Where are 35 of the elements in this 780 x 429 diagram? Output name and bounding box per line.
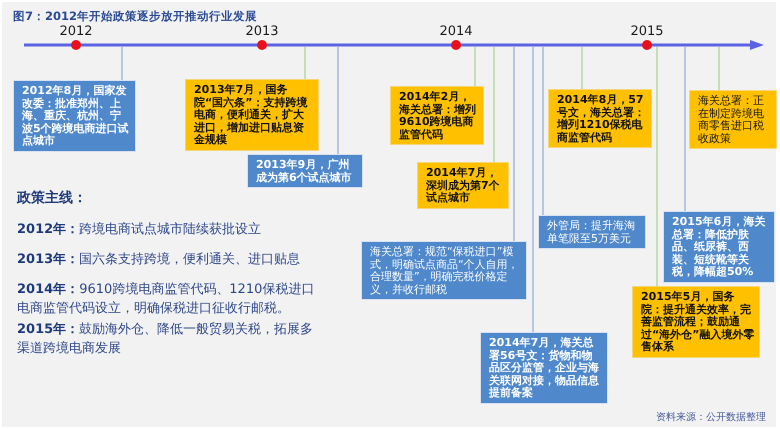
event-card: 2014年7月，深圳成为第7个试点城市	[417, 162, 509, 208]
leader-line	[121, 47, 123, 80]
policy-summary: 2012年：跨境电商试点城市陆续获批设立	[17, 221, 262, 239]
year-label: 2012	[59, 24, 93, 39]
year-label: 2015	[630, 24, 664, 39]
leader-line	[581, 47, 583, 89]
event-card: 2015年6月，海关总署：降低护肤品、纸尿裤、西装、短统靴等关税，降幅超50%	[663, 211, 775, 282]
leader-line	[513, 47, 515, 241]
leader-line	[718, 47, 720, 90]
section-heading: 政策主线：	[17, 189, 87, 207]
event-card: 2014年8月，57号文，海关总署：增列1210保税电商监管代码	[548, 89, 652, 148]
event-card: 海关总署：正在制定跨境电商零售进口税收政策	[689, 90, 777, 149]
event-card: 2012年8月，国家发改委：批准郑州、上海、重庆、杭州、宁波5个跨境电商进口试点城市	[13, 80, 136, 152]
year-label: 2014	[439, 24, 473, 39]
policy-summary: 2013年：国六条支持跨境，便利通关、进口贴息	[17, 251, 302, 269]
event-card: 2015年5月，国务院：提升通关效率，完善监管流程；鼓励通过“海外仓”融入境外零售体系	[632, 286, 760, 358]
figure-title: 图7：2012年开始政策逐步放开推动行业发展	[13, 9, 258, 24]
leader-line	[656, 47, 658, 286]
event-card: 外管局：提升海淘单笔限至5万美元	[538, 215, 646, 249]
policy-summary: 2014年：9610跨境电商监管代码、1210保税进口电商监管代码设立，明确保税进口征收行邮税。	[17, 281, 316, 318]
leader-line	[474, 47, 476, 86]
leader-line	[304, 47, 306, 79]
leader-line	[337, 47, 339, 154]
event-card: 2014年7月，海关总署56号文：货物和物品区分监管，企业与海关联网对接，物品信息提前备案	[480, 332, 608, 404]
leader-line	[684, 47, 686, 211]
year-label: 2013	[245, 24, 279, 39]
leader-line	[493, 47, 495, 162]
event-card: 2013年9月，广州成为第6个试点城市	[247, 154, 363, 188]
event-card: 海关总署：规范“保税进口”模式，明确试点商品“个人自用，合理数量”，明确完税价格定义，并收行邮税	[361, 241, 527, 300]
policy-summary: 2015年：鼓励海外仓、降低一般贸易关税，拓展多渠道跨境电商发展	[17, 321, 314, 358]
event-card: 2013年7月，国务院“国六条”：支持跨境电商，便利通关，扩大进口，增加进口贴息资金规模	[185, 79, 319, 150]
leader-line	[532, 47, 534, 332]
source-note: 资料来源：公开数据整理	[656, 410, 766, 424]
leader-line	[542, 47, 544, 215]
event-card: 2014年2月，海关总署：增列9610跨境电商监管代码	[390, 86, 484, 145]
